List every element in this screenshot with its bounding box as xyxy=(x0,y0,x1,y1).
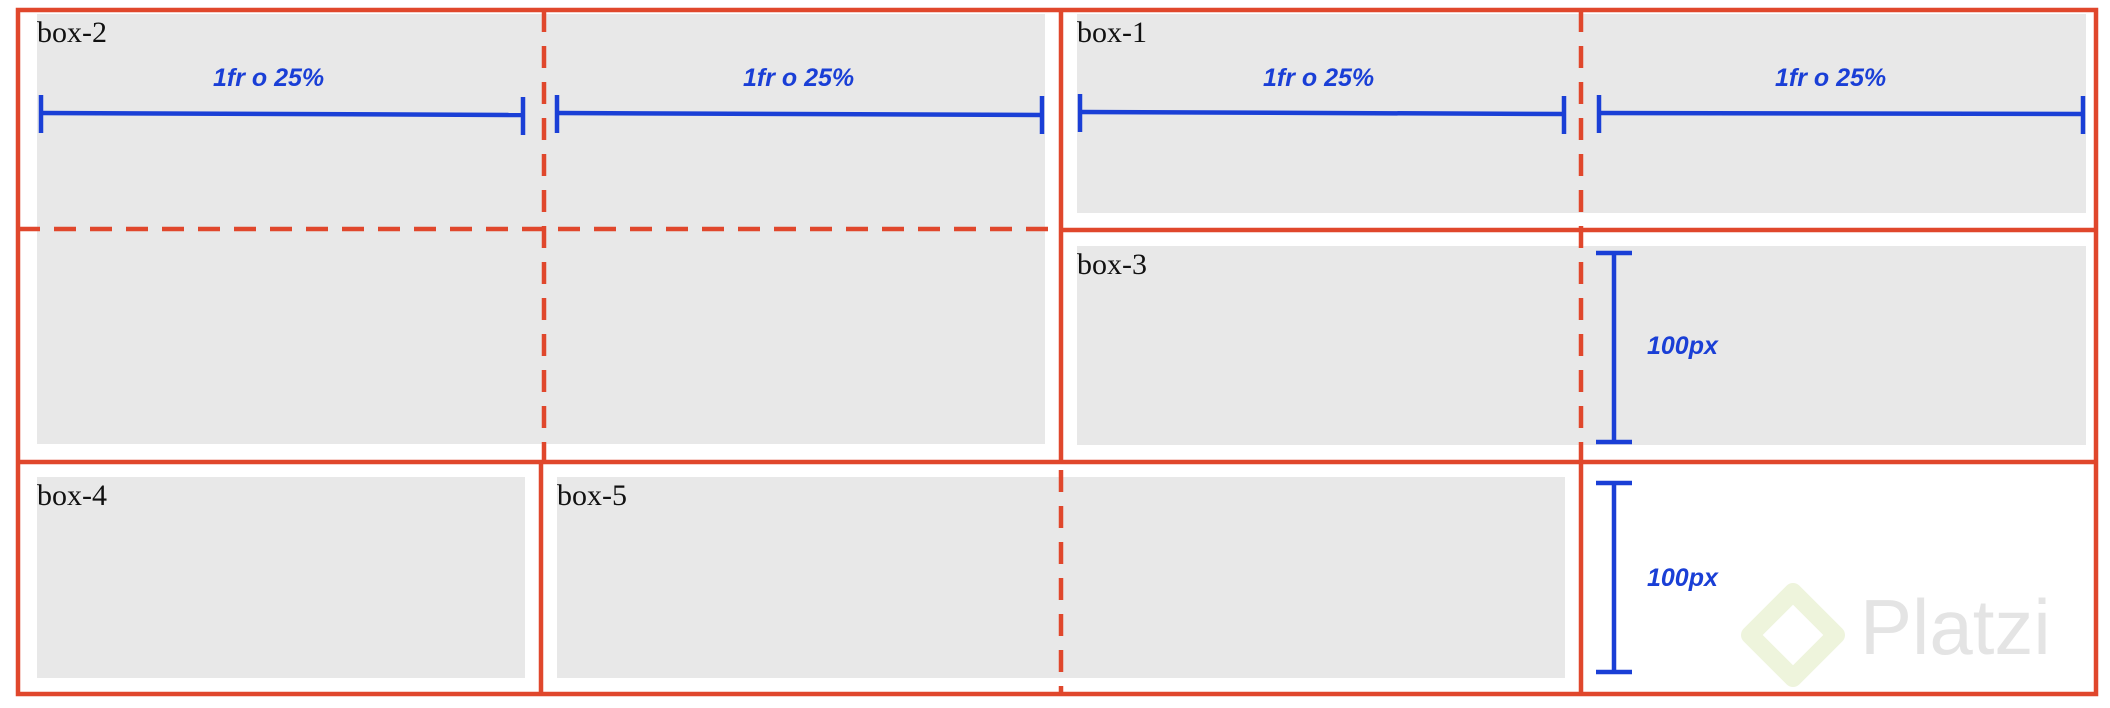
row-dim-label-2: 100px xyxy=(1647,564,1718,592)
box-2-label: box-2 xyxy=(37,16,107,49)
box-4: box-4 xyxy=(37,477,525,678)
box-3-label: box-3 xyxy=(1077,248,1147,281)
col-dim-label-1: 1fr o 25% xyxy=(213,64,325,92)
col-dim-1 xyxy=(38,95,526,135)
grid-lines xyxy=(15,7,2099,697)
col-dim-label-4: 1fr o 25% xyxy=(1775,64,1887,92)
row-dim-2 xyxy=(1596,480,1632,675)
row-dimension-markers xyxy=(1596,250,1632,675)
box-5-label: box-5 xyxy=(557,479,627,512)
col-dim-label-2: 1fr o 25% xyxy=(743,64,855,92)
watermark-text: Platzi xyxy=(1860,583,2051,671)
outer-border xyxy=(15,7,2099,697)
col-dim-4 xyxy=(1596,95,2086,134)
col-dim-label-3: 1fr o 25% xyxy=(1263,64,1375,92)
row-dim-1 xyxy=(1596,250,1632,445)
platzi-logo-icon xyxy=(1741,583,1845,687)
box-1-label: box-1 xyxy=(1077,16,1147,49)
box-4-label: box-4 xyxy=(37,479,107,512)
row-dim-label-1: 100px xyxy=(1647,332,1718,360)
col-dim-3 xyxy=(1077,94,1567,134)
platzi-watermark: Platzi xyxy=(1738,580,2108,690)
column-dimension-markers xyxy=(38,94,2086,135)
col-dim-2 xyxy=(554,95,1045,134)
